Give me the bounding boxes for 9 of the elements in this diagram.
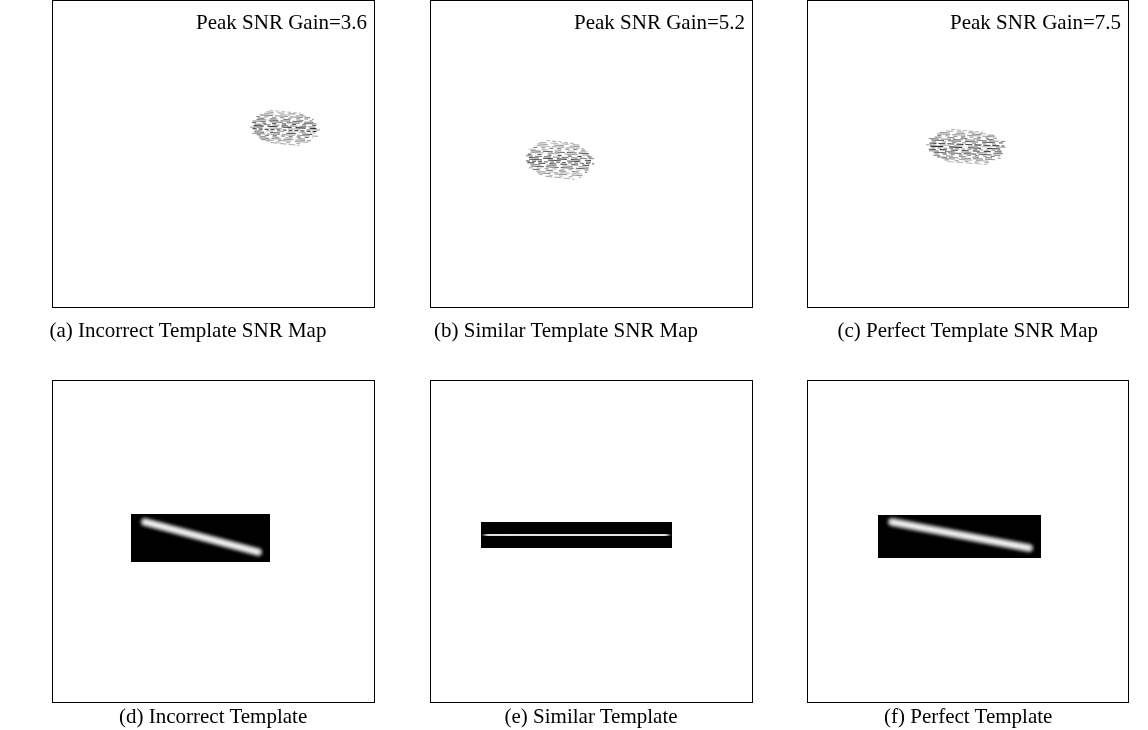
panel-caption: (f) Perfect Template xyxy=(884,706,1053,727)
panel-caption: (b) Similar Template SNR Map xyxy=(434,320,699,341)
gain-annotation: Peak SNR Gain=7.5 xyxy=(950,12,1122,33)
panel-caption: (e) Similar Template xyxy=(504,706,678,727)
panel-caption: (c) Perfect Template SNR Map xyxy=(837,320,1099,341)
gain-annotation: Peak SNR Gain=3.6 xyxy=(196,12,368,33)
panel-caption: (d) Incorrect Template xyxy=(119,706,308,727)
gain-annotation: Peak SNR Gain=5.2 xyxy=(574,12,746,33)
panel-caption: (a) Incorrect Template SNR Map xyxy=(49,320,327,341)
